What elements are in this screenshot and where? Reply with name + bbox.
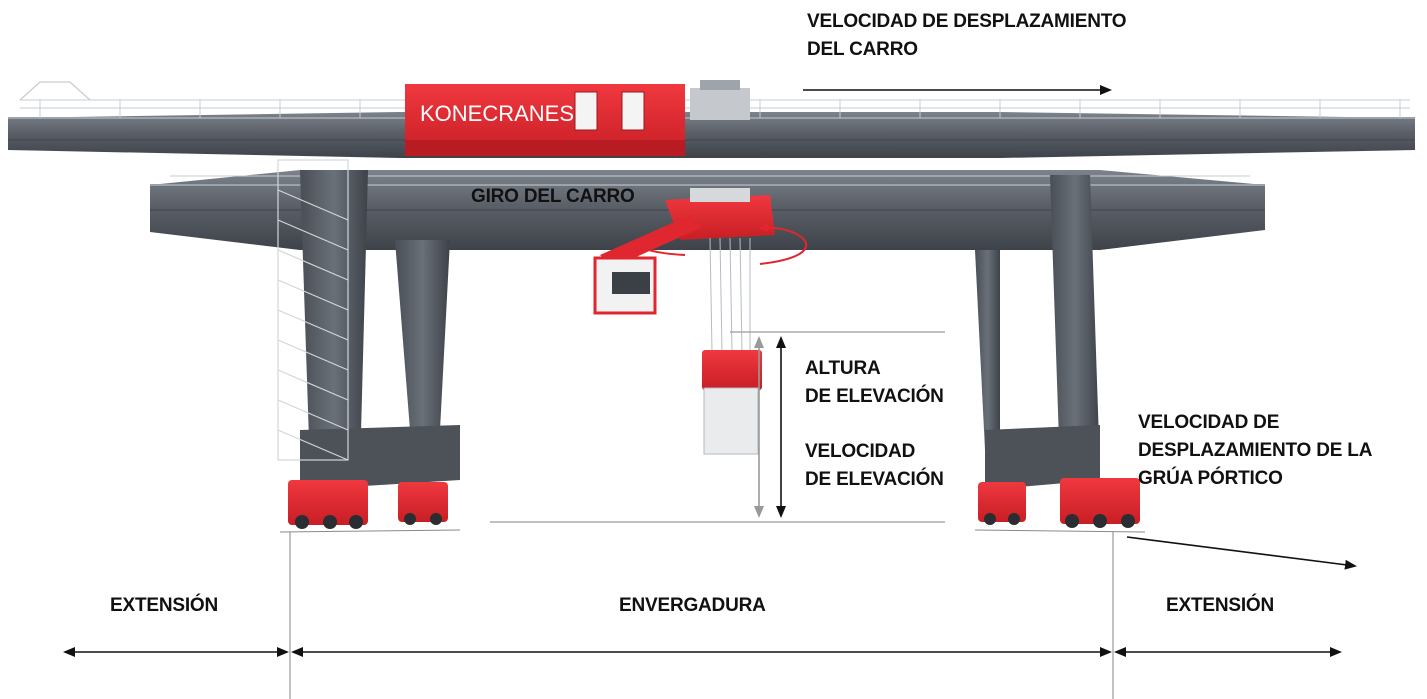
label-outreach-left: EXTENSIÓN	[110, 595, 218, 616]
label-trolley-speed-line2: DEL CARRO	[807, 39, 918, 60]
label-gantry-speed-line3: GRÚA PÓRTICO	[1138, 468, 1283, 489]
spreader-container	[702, 350, 762, 455]
label-gantry-speed: VELOCIDAD DE DESPLAZAMIENTO DE LA GRÚA P…	[1138, 409, 1372, 493]
konecranes-logo: KONECRANES	[420, 101, 574, 126]
label-trolley-speed: VELOCIDAD DE DESPLAZAMIENTO DEL CARRO	[807, 8, 1127, 64]
operator-cabin	[593, 215, 700, 315]
label-lifting-height-line2: DE ELEVACIÓN	[805, 386, 944, 407]
dimension-lines	[63, 85, 1357, 699]
label-span: ENVERGADURA	[619, 595, 766, 616]
label-lifting-speed-line1: VELOCIDAD	[805, 441, 916, 462]
label-outreach-right: EXTENSIÓN	[1166, 595, 1274, 616]
left-leg	[277, 159, 460, 490]
rotation-arrow	[638, 221, 808, 265]
bogies	[288, 478, 1140, 529]
rooftop-machinery	[690, 80, 750, 120]
label-gantry-speed-line2: DESPLAZAMIENTO DE LA	[1138, 440, 1373, 461]
label-trolley-speed-line1: VELOCIDAD DE DESPLAZAMIENTO	[807, 11, 1127, 32]
hoist-ropes	[709, 237, 751, 353]
label-lifting-height: ALTURA DE ELEVACIÓN	[805, 355, 944, 411]
right-leg	[975, 175, 1100, 490]
label-lifting-speed-line2: DE ELEVACIÓN	[805, 469, 944, 490]
label-lifting-height-line1: ALTURA	[805, 358, 881, 379]
label-trolley-rotation: GIRO DEL CARRO	[471, 186, 635, 207]
label-gantry-speed-line1: VELOCIDAD DE	[1138, 412, 1280, 433]
gantry-speed-arrow	[1126, 536, 1357, 570]
label-lifting-speed: VELOCIDAD DE ELEVACIÓN	[805, 438, 944, 494]
crane-structure: KONECRANES	[8, 80, 1415, 529]
electrical-house: KONECRANES	[405, 84, 685, 156]
